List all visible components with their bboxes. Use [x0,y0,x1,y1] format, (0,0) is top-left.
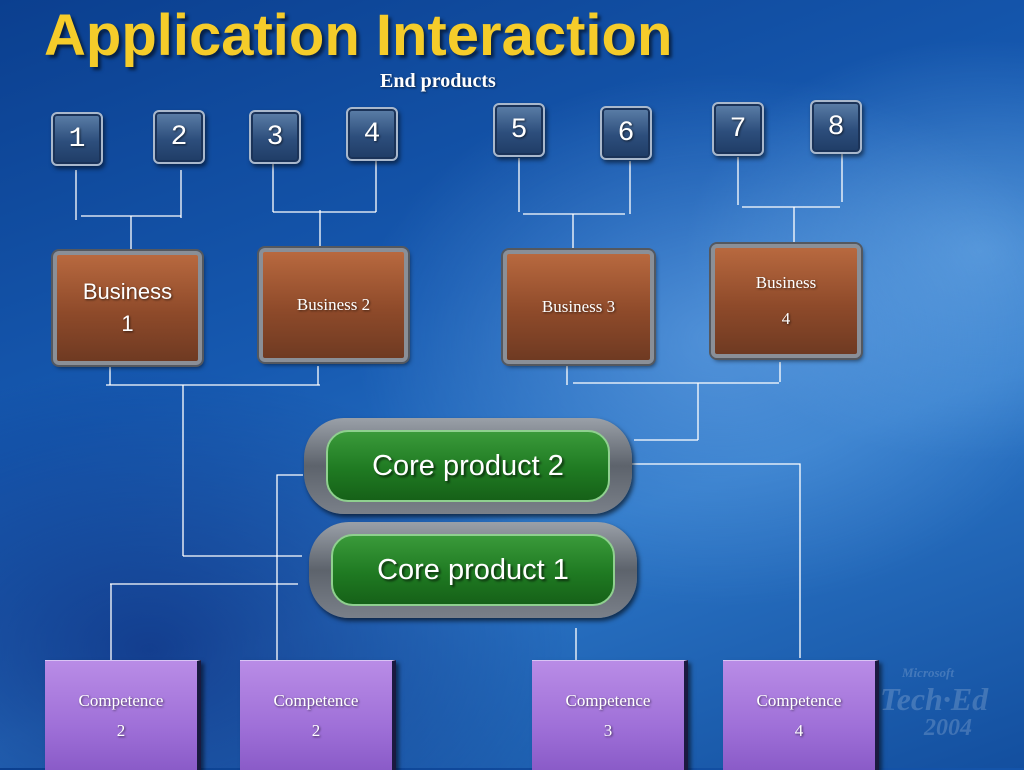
end-product-7: 7 [712,102,764,156]
teched-logo-brand: Microsoft [902,665,954,680]
core-product-2: Core product 2 [304,418,632,514]
competence-4-line2: 4 [794,721,804,740]
competence-2a-line2: 2 [116,721,126,740]
end-product-4: 4 [346,107,398,161]
competence-2b-line1: Competence [273,691,359,710]
end-product-2: 2 [153,110,205,164]
competence-3-line2: 3 [603,721,613,740]
competence-4-line1: Competence [756,691,842,710]
business-4-line2: 4 [781,309,791,328]
business-4: Business 4 [711,244,861,358]
end-product-3: 3 [249,110,301,164]
end-product-5: 5 [493,103,545,157]
business-1: Business 1 [53,251,202,365]
end-product-1: 1 [51,112,103,166]
business-2: Business 2 [259,248,408,362]
competence-4: Competence 4 [723,660,879,770]
competence-3-line1: Competence [565,691,651,710]
business-3: Business 3 [503,250,654,364]
teched-logo-year: 2004 [924,715,972,741]
competence-2b-line2: 2 [311,721,321,740]
competence-2b: Competence 2 [240,660,396,770]
competence-2a: Competence 2 [45,660,201,770]
business-1-line2: 1 [121,311,134,336]
core-product-1: Core product 1 [309,522,637,618]
business-4-line1: Business [755,273,817,292]
core-product-2-label: Core product 2 [326,430,610,502]
teched-logo: Microsoft Tech·Ed 2004 [880,665,1000,745]
end-products-label: End products [380,70,496,92]
business-3-label: Business 3 [541,297,616,316]
teched-logo-event: Tech·Ed [880,681,989,717]
core-product-1-label: Core product 1 [331,534,615,606]
end-product-8: 8 [810,100,862,154]
business-2-label: Business 2 [296,295,371,314]
page-title: Application Interaction [44,3,673,68]
end-product-6: 6 [600,106,652,160]
business-1-line1: Business [82,279,173,304]
competence-2a-line1: Competence [78,691,164,710]
competence-3: Competence 3 [532,660,688,770]
